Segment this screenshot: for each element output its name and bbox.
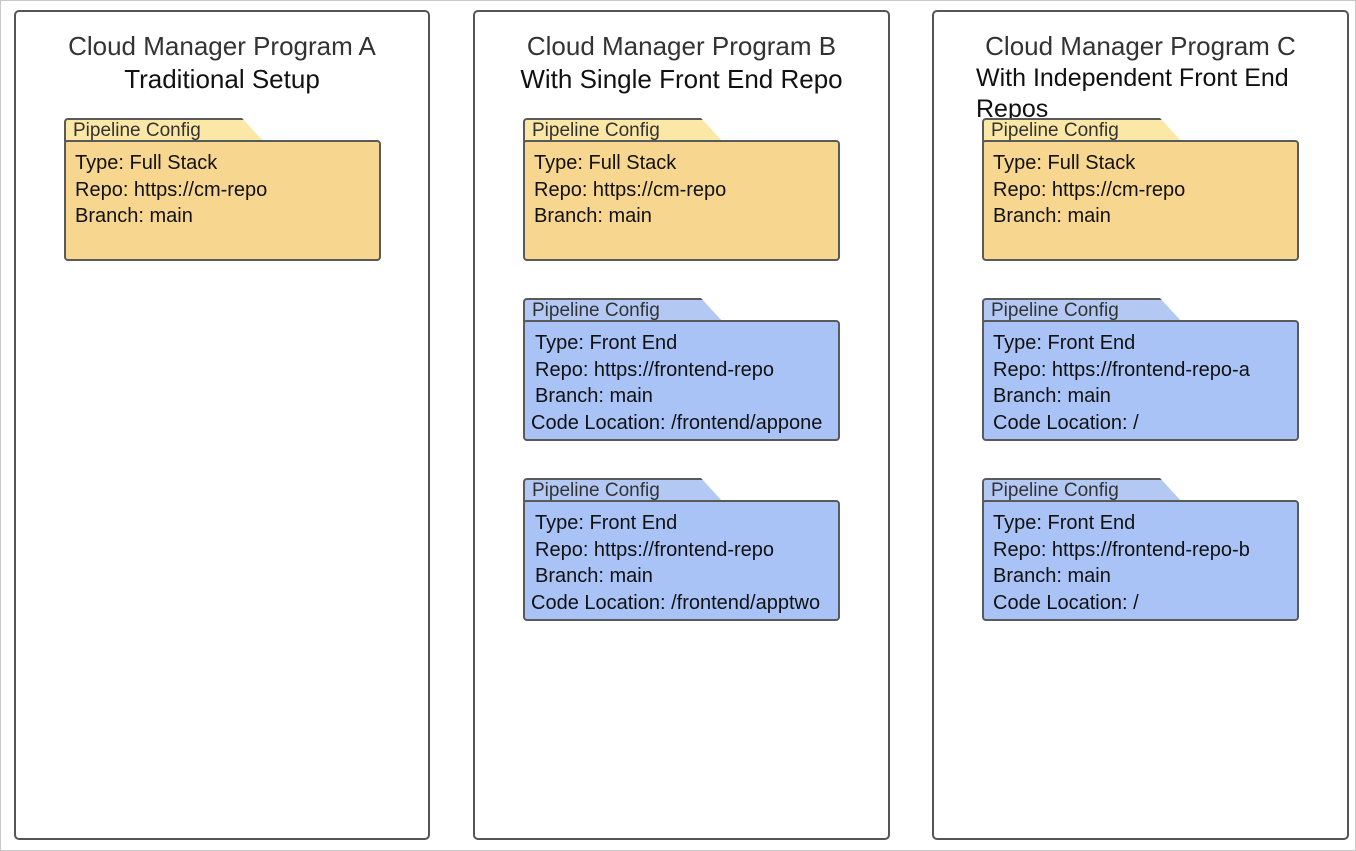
config-branch: Branch: main: [993, 565, 1111, 587]
config-repo: Repo: https://cm-repo: [75, 178, 268, 201]
pipeline-config-body: Type: Front End Repo: https://frontend-r…: [982, 320, 1299, 441]
program-b-panel: Cloud Manager Program B With Single Fron…: [473, 10, 890, 840]
pipeline-config-body: Type: Full Stack Repo: https://cm-repo B…: [523, 140, 840, 261]
program-b-title-line2: With Single Front End Repo: [520, 64, 843, 94]
config-type: Type: Front End: [535, 332, 678, 354]
pipeline-config-body: Type: Full Stack Repo: https://cm-repo B…: [982, 140, 1299, 261]
pipeline-config-body: Type: Front End Repo: https://frontend-r…: [982, 500, 1299, 621]
program-a-title-line1: Cloud Manager Program A: [68, 31, 376, 61]
program-b-title: Cloud Manager Program B With Single Fron…: [475, 30, 888, 96]
pipeline-config-tab: Pipeline Config: [64, 118, 264, 142]
program-c-title: Cloud Manager Program C With Independent…: [934, 30, 1347, 125]
program-c-panel: Cloud Manager Program C With Independent…: [932, 10, 1349, 840]
config-type: Type: Front End: [993, 332, 1136, 354]
pipeline-config-tab: Pipeline Config: [523, 478, 723, 502]
config-repo: Repo: https://frontend-repo: [535, 538, 775, 561]
config-code-location: Code Location: /: [993, 411, 1139, 434]
config-branch: Branch: main: [534, 205, 652, 227]
program-c-title-line1: Cloud Manager Program C: [985, 31, 1296, 61]
pipeline-config-tab: Pipeline Config: [982, 298, 1182, 322]
config-repo: Repo: https://frontend-repo-b: [993, 538, 1250, 561]
config-type: Type: Full Stack: [993, 152, 1136, 174]
config-branch: Branch: main: [535, 565, 653, 587]
config-repo: Repo: https://cm-repo: [993, 178, 1186, 201]
config-code-location: Code Location: /frontend/appone: [531, 411, 823, 434]
pipeline-config-body: Type: Full Stack Repo: https://cm-repo B…: [64, 140, 381, 261]
config-repo: Repo: https://frontend-repo: [535, 358, 775, 381]
config-type: Type: Front End: [535, 512, 678, 534]
pipeline-config-tab: Pipeline Config: [523, 298, 723, 322]
config-type: Type: Front End: [993, 512, 1136, 534]
program-a-title-line2: Traditional Setup: [124, 64, 320, 94]
config-type: Type: Full Stack: [534, 152, 677, 174]
pipeline-config-tab: Pipeline Config: [982, 118, 1182, 142]
program-c-title-line2: With Independent Front End Repos: [976, 64, 1289, 123]
config-type: Type: Full Stack: [75, 152, 218, 174]
pipeline-config-body: Type: Front End Repo: https://frontend-r…: [523, 500, 840, 621]
pipeline-config-tab: Pipeline Config: [523, 118, 723, 142]
config-repo: Repo: https://frontend-repo-a: [993, 358, 1250, 381]
config-branch: Branch: main: [993, 385, 1111, 407]
pipeline-config-body: Type: Front End Repo: https://frontend-r…: [523, 320, 840, 441]
program-b-title-line1: Cloud Manager Program B: [526, 31, 837, 61]
config-code-location: Code Location: /frontend/apptwo: [531, 591, 821, 614]
config-branch: Branch: main: [993, 205, 1111, 227]
program-a-title: Cloud Manager Program A Traditional Setu…: [16, 30, 428, 96]
config-branch: Branch: main: [75, 205, 193, 227]
pipeline-config-tab: Pipeline Config: [982, 478, 1182, 502]
config-branch: Branch: main: [535, 385, 653, 407]
program-a-panel: Cloud Manager Program A Traditional Setu…: [14, 10, 430, 840]
config-repo: Repo: https://cm-repo: [534, 178, 727, 201]
config-code-location: Code Location: /: [993, 591, 1139, 614]
